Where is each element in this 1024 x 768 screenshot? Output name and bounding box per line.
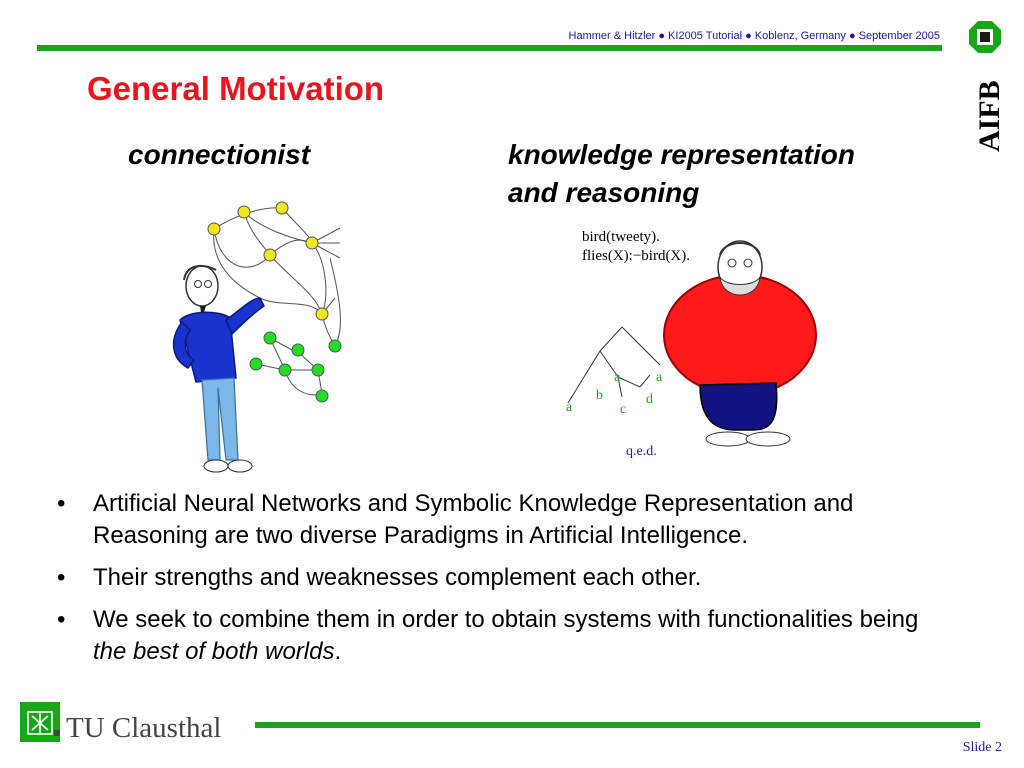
bullet-marker: • (57, 564, 66, 591)
column-heading-knowledge-representation: knowledge representation and reasoning (508, 136, 948, 212)
tree-label: d (646, 392, 653, 407)
bullet-text: Artificial Neural Networks and Symbolic … (93, 490, 854, 549)
slide-title: General Motivation (87, 70, 385, 107)
tree-label: b (596, 388, 603, 403)
header-byline: Hammer & Hitzler ● KI2005 Tutorial ● Kob… (568, 30, 940, 42)
bottom-divider (255, 722, 980, 728)
column-heading-line-1: knowledge representation (508, 139, 855, 170)
tu-clausthal-logo-icon (20, 702, 60, 742)
reasoning-illustration: bird(tweety). flies(X):−bird(X). a b c a… (566, 229, 817, 459)
top-divider (37, 45, 942, 51)
bullet-item: • Artificial Neural Networks and Symboli… (55, 488, 955, 552)
column-heading-line-2: and reasoning (508, 177, 700, 208)
tree-label: a (614, 370, 621, 385)
logic-line-2: flies(X):−bird(X). (582, 248, 690, 264)
bullet-marker: • (57, 606, 66, 633)
connectionist-illustration (173, 201, 342, 473)
logic-line-1: bird(tweety). (582, 229, 660, 245)
slide-number: Slide 2 (962, 740, 1002, 755)
tree-label: a (566, 400, 573, 415)
bullet-marker: • (57, 490, 66, 517)
bullet-emphasis: the best of both worlds (93, 638, 335, 665)
tree-label: a (656, 370, 663, 385)
university-name: TU Clausthal (66, 712, 222, 744)
bullet-list: • Artificial Neural Networks and Symboli… (55, 488, 955, 678)
bullet-text-end: . (334, 638, 342, 665)
aifb-logo-icon (969, 21, 1001, 53)
column-heading-connectionist: connectionist (128, 139, 311, 170)
tree-label: c (620, 402, 626, 417)
bullet-text: We seek to combine them in order to obta… (93, 606, 919, 633)
bullet-text: Their strengths and weaknesses complemen… (93, 564, 702, 591)
bullet-item: • Their strengths and weaknesses complem… (55, 562, 955, 594)
qed-label: q.e.d. (626, 444, 657, 459)
bullet-item: • We seek to combine them in order to ob… (55, 604, 955, 668)
aifb-logo-text: AIFB (973, 80, 1006, 152)
